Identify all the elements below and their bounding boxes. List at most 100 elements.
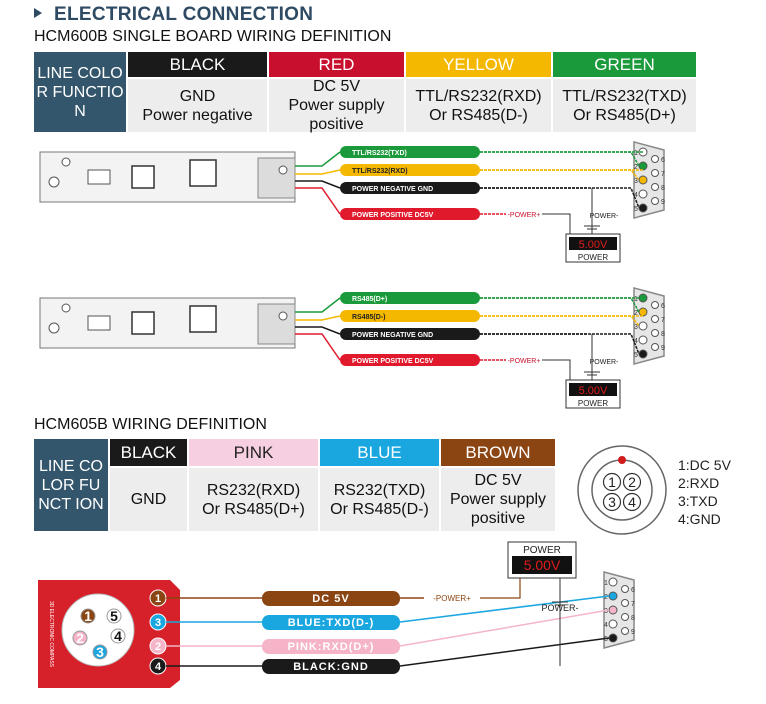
db9-pin-8 — [651, 329, 659, 337]
wire-label: POWER POSITIVE DC5V — [352, 212, 434, 219]
cell-line: Power supply — [449, 491, 547, 508]
db9-pin-8 — [651, 183, 659, 191]
db9-pin-7 — [621, 599, 629, 607]
power-positive-label: -POWER+ — [508, 212, 541, 219]
wire-label: BLACK:GND — [293, 661, 369, 673]
power-positive-label: -POWER+ — [433, 594, 471, 603]
power-negative-label: POWER- — [590, 213, 619, 220]
db9-pin-5 — [608, 633, 618, 643]
mount-hole-icon — [61, 157, 71, 167]
db9-pin-number: 1 — [604, 580, 608, 587]
connector-pin-number: 4 — [628, 494, 636, 510]
db9-pin-number: 5 — [634, 206, 638, 213]
pcb-connector — [257, 303, 296, 345]
db9-pin-number: 4 — [634, 192, 638, 199]
wire-label: POWER POSITIVE DC5V — [352, 358, 434, 365]
mount-hole-icon — [278, 311, 288, 321]
cell-line: positive — [470, 510, 526, 527]
power-positive-label: -POWER+ — [508, 358, 541, 365]
wire-route — [399, 637, 610, 667]
wire-label: DC 5V — [312, 593, 349, 605]
db9-pin-7 — [651, 315, 659, 323]
db9-pin-number: 9 — [661, 199, 665, 206]
wire-label-box — [262, 615, 400, 630]
meter-label: POWER — [578, 399, 608, 408]
meter-display — [569, 237, 617, 250]
db9-pin-number: 1 — [634, 296, 638, 303]
db9-pin-number: 4 — [634, 338, 638, 345]
db9-pin-5 — [638, 349, 648, 359]
wire-label-box — [340, 146, 480, 158]
table1-title: HCM600B SINGLE BOARD WIRING DEFINITION — [34, 28, 392, 45]
connector-inner-ring — [591, 459, 653, 521]
meter-display — [569, 383, 617, 396]
db9-pin-number: 5 — [634, 352, 638, 359]
db9-pin-1 — [608, 577, 618, 587]
db9-pin-2 — [638, 161, 648, 171]
face-pin — [92, 644, 108, 660]
meter-label: POWER — [578, 253, 608, 262]
db9-pin-6 — [621, 585, 629, 593]
wire-pin-number: 1 — [155, 593, 161, 605]
connector-pin — [622, 492, 642, 512]
cell-line: positive — [309, 116, 364, 133]
db9-pin-9 — [621, 627, 629, 635]
db9-pin-number: 6 — [661, 157, 665, 164]
db9-pin-7 — [651, 169, 659, 177]
power-negative-label: POWER- — [590, 359, 619, 366]
table1-cell-green: TTL/RS232(TXD)Or RS485(D+) — [553, 79, 696, 132]
wire-label-box — [340, 208, 480, 220]
pcb-connector — [257, 157, 296, 199]
connector-pin — [602, 472, 622, 492]
meter-value: 5.00V — [524, 557, 561, 573]
db9-pin-number: 3 — [634, 178, 638, 185]
connector-legend-item: 3:TXD — [678, 493, 718, 509]
wire-pin-number: 3 — [155, 617, 161, 629]
mount-hole-icon — [278, 165, 288, 175]
db9-pin-number: 3 — [634, 324, 638, 331]
wire-label-box — [340, 328, 480, 340]
chip-icon — [131, 165, 155, 189]
wire-pin-number: 2 — [155, 641, 161, 653]
db9-pin-number: 6 — [661, 303, 665, 310]
wire-route — [480, 297, 640, 313]
wire-lead — [295, 151, 341, 167]
face-pin — [110, 628, 126, 644]
cell-line: RS232(TXD) — [333, 481, 426, 499]
face-pin-number: 5 — [110, 608, 118, 624]
power-line — [542, 213, 571, 234]
connector-legend-item: 1:DC 5V — [678, 457, 732, 473]
cell-line: Or RS485(D-) — [429, 106, 528, 124]
cell-line: Or RS485(D+) — [573, 106, 676, 124]
wire-label-box — [262, 591, 400, 606]
wire-label: RS485(D+) — [352, 296, 387, 303]
db9-pin-number: 8 — [631, 615, 635, 622]
wire-lead — [295, 326, 341, 335]
wire-label: BLUE:TXD(D-) — [288, 617, 375, 629]
wire-route — [480, 333, 640, 355]
wire-label-box — [262, 639, 400, 654]
table2-header-brown: BROWN — [441, 439, 555, 466]
wire-lead — [295, 169, 341, 175]
triangle-icon — [34, 7, 42, 18]
table2-cell-black: GND — [110, 468, 187, 531]
db9-pin-9 — [651, 197, 659, 205]
cell-line: Or RS485(D-) — [330, 500, 429, 518]
power-negative-label: POWER- — [542, 603, 579, 613]
wire-route — [480, 187, 640, 209]
face-pin — [80, 608, 96, 624]
db9-pin-number: 7 — [661, 317, 665, 324]
cell-line: TTL/RS232(TXD) — [562, 87, 687, 105]
connector-pin — [622, 472, 642, 492]
meter-value: 5.00V — [579, 385, 608, 397]
cell-line: RS232(RXD) — [206, 481, 301, 499]
wire-route — [399, 595, 610, 623]
wire-label: TTL/RS232(RXD) — [352, 168, 408, 175]
wire-label-box — [340, 292, 480, 304]
wire-label-box — [340, 182, 480, 194]
table1-cell-yellow: TTL/RS232(RXD)Or RS485(D-) — [406, 79, 551, 132]
wire-lead — [295, 333, 341, 361]
